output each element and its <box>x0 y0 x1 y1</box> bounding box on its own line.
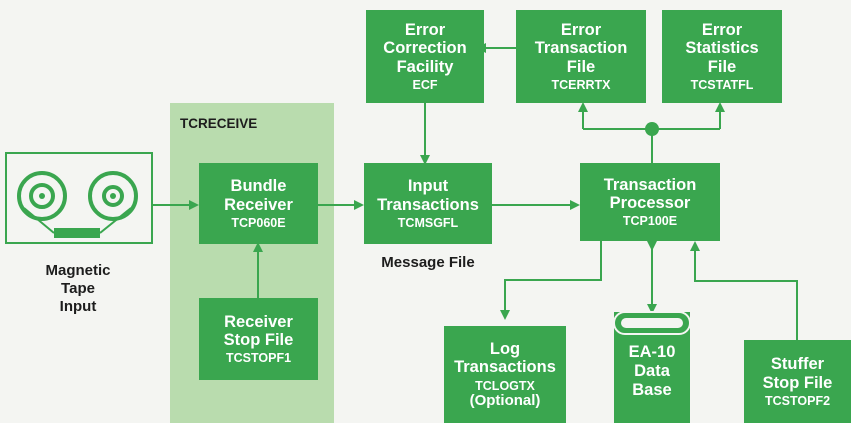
input-transactions-box: Input Transactions TCMSGFL <box>364 163 492 244</box>
junction-dot <box>645 122 659 136</box>
bundle-receiver-box: Bundle Receiver TCP060E <box>199 163 318 244</box>
arrow-processor-to-log <box>500 240 602 320</box>
error-transaction-file-box: Error Transaction File TCERRTX <box>516 10 646 103</box>
transaction-processor-box: Transaction Processor TCP100E <box>580 163 720 241</box>
error-correction-facility-box: Error Correction Facility ECF <box>366 10 484 103</box>
magnetic-tape-icon <box>5 152 153 244</box>
tcreceive-group-label: TCRECEIVE <box>180 116 258 131</box>
stuffer-stop-file-box: Stuffer Stop File TCSTOPF2 <box>744 340 851 423</box>
error-statistics-file-box: Error Statistics File TCSTATFL <box>662 10 782 103</box>
arrow-stuffer-to-processor <box>690 241 798 340</box>
log-transactions-box: Log Transactions TCLOGTX (Optional) <box>444 326 566 423</box>
database-icon <box>613 311 691 423</box>
database-label: EA-10 Data Base <box>628 343 676 399</box>
message-file-label: Message File <box>381 254 475 271</box>
magnetic-tape-label: Magnetic Tape Input <box>45 262 111 315</box>
receiver-stop-file-box: Receiver Stop File TCSTOPF1 <box>199 298 318 380</box>
